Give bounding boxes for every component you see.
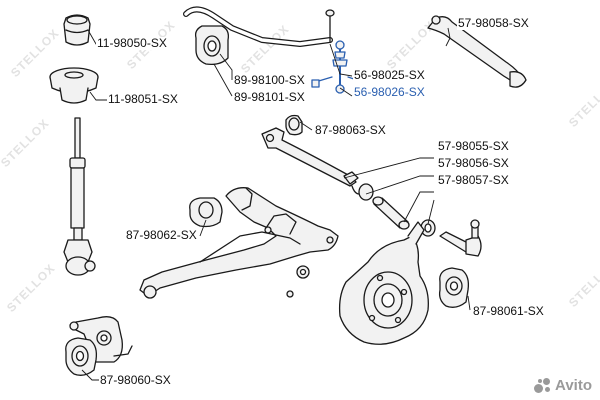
lower-arm-bushing-part [189, 197, 223, 228]
stabilizer-bar-part [183, 6, 335, 47]
rear-bushing-part [65, 337, 98, 376]
part-label-87-98063: 87-98063-SX [314, 123, 387, 137]
avito-wordmark: Avito [555, 377, 592, 394]
bump-stop-top-part [63, 14, 91, 46]
part-label-11-98050: 11-98050-SX [96, 36, 168, 50]
part-label-57-98056: 57-98056-SX [437, 156, 510, 170]
shock-absorber-part [63, 117, 96, 276]
avito-watermark: Avito [534, 377, 592, 394]
stabilizer-link-part [311, 40, 361, 94]
part-label-89-98101: 89-98101-SX [233, 90, 306, 104]
part-label-89-98100: 89-98100-SX [233, 73, 306, 87]
middle-bushing-part [358, 183, 410, 230]
part-label-57-98055: 57-98055-SX [437, 139, 510, 153]
part-label-87-98061: 87-98061-SX [472, 304, 545, 318]
part-label-87-98062: 87-98062-SX [125, 228, 198, 242]
avito-logo-icon [534, 377, 552, 394]
part-label-56-98025: 56-98025-SX [353, 68, 426, 82]
part-label-11-98051: 11-98051-SX [107, 92, 179, 106]
part-label-57-98057: 57-98057-SX [437, 173, 510, 187]
upper-control-arm-part [427, 15, 527, 88]
part-label-56-98026: 56-98026-SX [353, 85, 426, 99]
spring-seat-part [49, 67, 99, 104]
wheel-knuckle-part [338, 221, 429, 345]
arm-mount-stud-part [286, 265, 310, 298]
part-label-57-98058: 57-98058-SX [457, 16, 530, 30]
knuckle-bushing-part [438, 267, 470, 308]
ball-joint-rod-part [439, 219, 482, 257]
part-label-87-98060: 87-98060-SX [99, 373, 172, 387]
lateral-link-part [261, 127, 365, 195]
trailing-arm-bushing-part [285, 114, 303, 136]
lower-control-arm-part [139, 187, 339, 299]
